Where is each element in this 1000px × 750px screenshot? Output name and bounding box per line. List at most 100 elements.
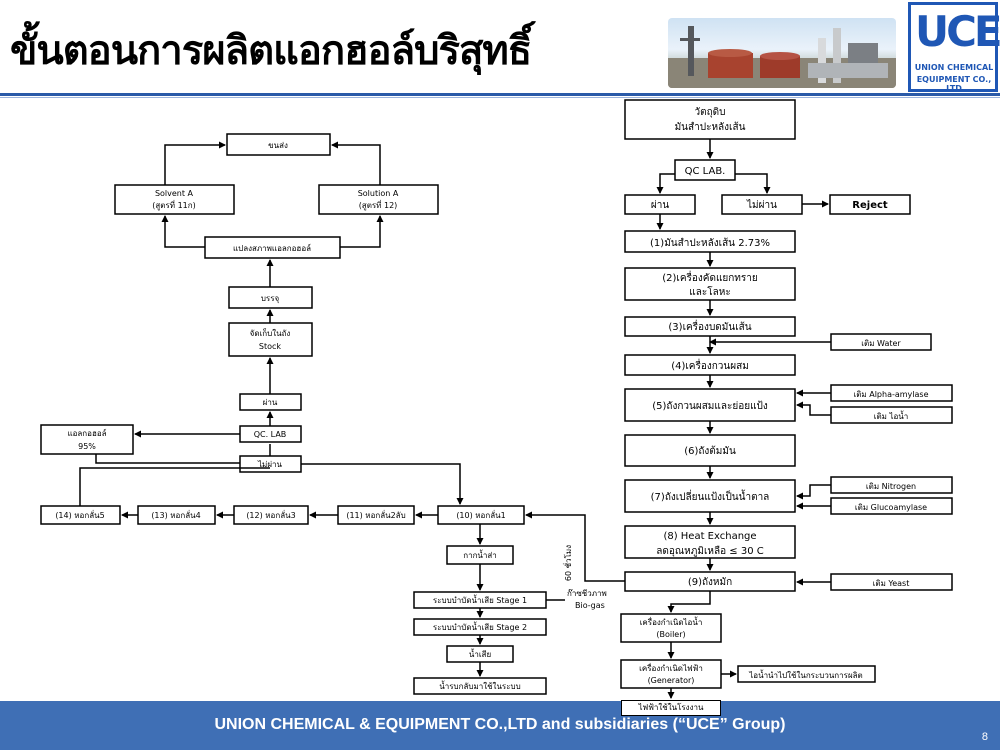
left-fail-label: ไม่ผ่าน (257, 460, 282, 469)
steam-use-label: ไอน้ำนำไปใช้ในกระบวนการผลิต (748, 669, 862, 680)
node-step4: (4)เครื่องกวนผสม (624, 354, 796, 376)
wastewater-label: น้ำเสีย (469, 648, 491, 659)
node-ww1: ระบบบำบัดน้ำเสีย Stage 1 (413, 591, 547, 609)
left-pass-label: ผ่าน (263, 398, 278, 407)
node-col14: (14) หอกลั่น5 (40, 505, 121, 525)
step6-label: (6)ถังต้มมัน (684, 445, 736, 457)
footer-company: UNION CHEMICAL & EQUIPMENT CO.,LTD and s… (214, 716, 786, 733)
col12-label: (12) หอกลั่น3 (246, 509, 295, 520)
connectors (79, 139, 831, 699)
node-fail: ไม่ผ่าน (721, 194, 803, 215)
node-residue: กากน้ำส่า (446, 545, 514, 565)
arrow-enzyme (796, 401, 831, 416)
arrow-fail-to-col10 (301, 463, 464, 505)
arrow-convert-to-solution (340, 215, 384, 248)
stock-line-2: Stock (259, 342, 282, 351)
node-left-qc: QC. LAB (239, 425, 302, 443)
fail-label: ไม่ผ่าน (746, 199, 777, 211)
arrow-step9-to-boiler (667, 591, 711, 613)
raw-material-line-1: วัตถุดิบ (694, 107, 725, 118)
node-raw-material: วัตถุดิบ มันสำปะหลังเส้น (624, 99, 796, 140)
logo-letters: UCE (915, 7, 1000, 56)
node-solution: Solution A (สูตรที่ 12) (318, 184, 439, 215)
node-pack: บรรจุ (228, 286, 313, 309)
generator-line-2: (Generator) (648, 676, 695, 685)
generator-line-1: เครื่องกำเนิดไฟฟ้า (639, 662, 703, 673)
raw-material-line-2: มันสำปะหลังเส้น (675, 121, 746, 133)
node-left-pass: ผ่าน (239, 393, 302, 411)
node-wastewater: น้ำเสีย (446, 645, 514, 663)
step2-line-1: (2)เครื่องคัดแยกทราย (662, 270, 758, 284)
arrow-solvent-to-ship (164, 141, 226, 185)
node-add-yeast: เติม Yeast (830, 573, 953, 591)
reuse-label: น้ำรบกลับมาใช้ในระบบ (439, 680, 520, 691)
line-alcohol-return (95, 454, 240, 464)
node-alcohol: แอลกอฮอล์ 95% (40, 424, 134, 455)
left-qc-label: QC. LAB (254, 430, 287, 439)
solution-line-1: Solution A (358, 189, 399, 198)
node-col10: (10) หอกลั่น1 (437, 505, 525, 525)
node-add-water: เติม Water (830, 333, 932, 351)
node-stock: จัดเก็บในถัง Stock (228, 322, 313, 357)
footer-bar: UNION CHEMICAL & EQUIPMENT CO.,LTD and s… (0, 701, 1000, 750)
node-step1: (1)มันสำปะหลังเส้น 2.73% (624, 230, 796, 253)
add-yeast-label: เติม Yeast (873, 579, 910, 588)
power-use-box: ไฟฟ้าใช้ในโรงงาน (621, 700, 721, 716)
boiler-line-2: (Boiler) (656, 630, 685, 639)
node-col11: (11) หอกลั่น2ลับ (337, 505, 415, 525)
hours-label: 60 ชั่วโมง (562, 545, 573, 581)
arrow-solution-to-ship (331, 141, 381, 185)
node-solvent: Solvent A (สูตรที่ 11ก) (114, 184, 235, 215)
node-step9: (9)ถังหมัก (624, 571, 796, 592)
node-add-enzyme: เติม ไอน้ำ (830, 406, 953, 424)
line-col14-up (79, 467, 270, 506)
step9-label: (9)ถังหมัก (688, 577, 732, 588)
arrow-convert-to-solvent (161, 215, 205, 248)
logo-line-2: EQUIPMENT CO., LTD (916, 75, 992, 93)
alcohol-line-1: แอลกอฮอล์ (67, 428, 106, 438)
solvent-line-2: (สูตรที่ 11ก) (152, 199, 195, 211)
uce-logo: UCE UNION CHEMICAL EQUIPMENT CO., LTD (908, 2, 1000, 93)
node-boiler: เครื่องกำเนิดไอน้ำ (Boiler) (620, 613, 722, 643)
header-divider (0, 93, 1000, 96)
step3-label: (3)เครื่องบดมันเส้น (668, 319, 751, 333)
step8-line-1: (8) Heat Exchange (663, 531, 756, 542)
step5-label: (5)ถังกวนผสมและย่อยแป้ง (652, 400, 768, 412)
node-step6: (6)ถังต้มมัน (624, 434, 796, 467)
ww2-label: ระบบบำบัดน้ำเสีย Stage 2 (433, 621, 527, 632)
page-number: 8 (981, 731, 988, 743)
header-divider-thin (0, 97, 1000, 98)
node-step5: (5)ถังกวนผสมและย่อยแป้ง (624, 388, 796, 422)
boiler-line-1: เครื่องกำเนิดไอน้ำ (640, 616, 703, 627)
qc-lab-label: QC LAB. (685, 166, 726, 177)
node-add-alpha: เติม Alpha-amylase (830, 384, 953, 402)
solvent-line-1: Solvent A (155, 189, 194, 198)
col13-label: (13) หอกลั่น4 (151, 509, 200, 520)
alcohol-line-2: 95% (78, 442, 96, 451)
arrow-nitrogen (796, 484, 831, 500)
node-col12: (12) หอกลั่น3 (233, 505, 309, 525)
step2-line-2: และโลหะ (689, 285, 730, 298)
ship-label: ขนส่ง (268, 141, 288, 150)
node-qc-lab: QC LAB. (674, 159, 736, 181)
solution-line-2: (สูตรที่ 12) (359, 199, 398, 211)
page-title: ขั้นตอนการผลิตแอกฮอล์บริสุทธิ์ (10, 28, 532, 74)
biogas-line-1: ก๊าซชีวภาพ (567, 588, 607, 598)
node-reject: Reject (829, 194, 911, 215)
node-left-fail: ไม่ผ่าน (239, 455, 302, 473)
pass-label: ผ่าน (651, 200, 669, 211)
node-reuse: น้ำรบกลับมาใช้ในระบบ (413, 677, 547, 695)
node-step2: (2)เครื่องคัดแยกทราย และโลหะ (624, 267, 796, 301)
add-nitrogen-label: เติม Nitrogen (866, 482, 916, 491)
node-step8: (8) Heat Exchange ลดอุณหภูมิเหลือ ≤ 30 C (624, 525, 796, 559)
logo-line-1: UNION CHEMICAL (914, 63, 994, 72)
node-convert: แปลงสภาพแอลกอฮอล์ (204, 236, 341, 259)
col11-label: (11) หอกลั่น2ลับ (346, 509, 405, 520)
factory-photo (668, 18, 896, 88)
add-alpha-label: เติม Alpha-amylase (853, 390, 928, 399)
step8-line-2: ลดอุณหภูมิเหลือ ≤ 30 C (656, 545, 763, 557)
node-steam-use: ไอน้ำนำไปใช้ในกระบวนการผลิต (737, 665, 876, 683)
arrow-step9-to-col10 (525, 511, 625, 582)
add-gluco-label: เติม Glucoamylase (855, 503, 927, 512)
add-enzyme-label: เติม ไอน้ำ (874, 410, 909, 421)
